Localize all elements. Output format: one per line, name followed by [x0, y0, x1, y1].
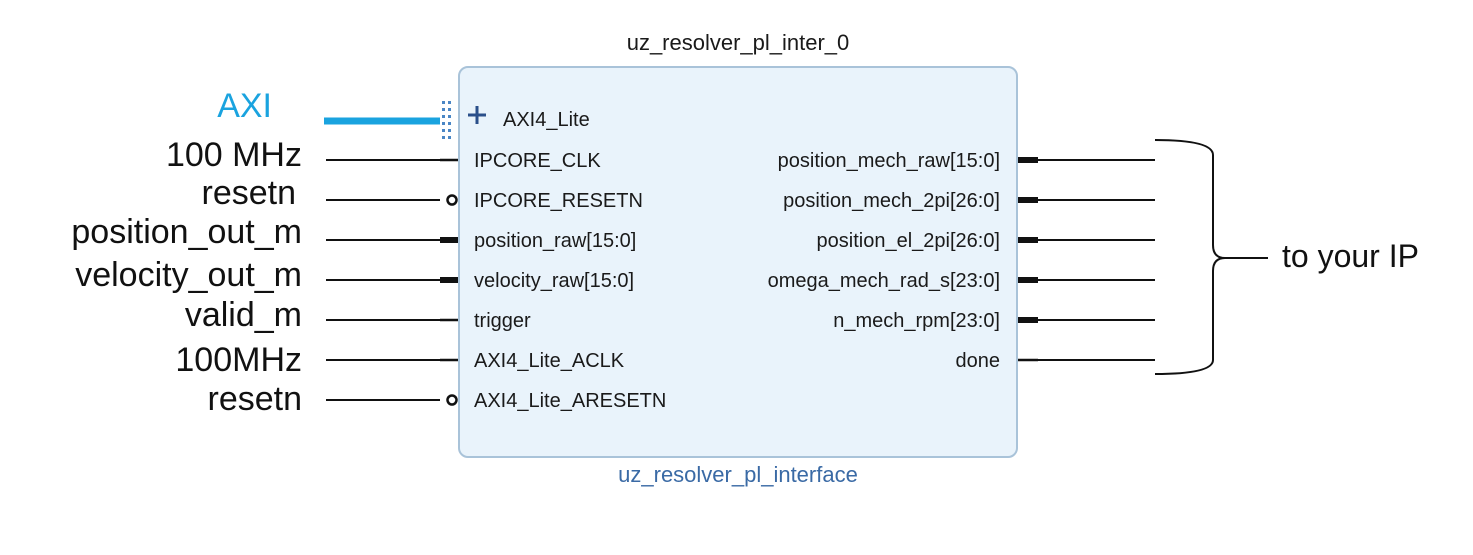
external-signal-label: 100 MHz — [165, 136, 302, 174]
external-label-axi: AXI — [217, 87, 272, 125]
input-port-label[interactable]: position_raw[15:0] — [474, 230, 637, 252]
axi-interface-dots — [442, 101, 451, 139]
output-group-bracket — [1154, 139, 1268, 375]
external-signal-label: resetn — [207, 380, 303, 418]
inverted-pin — [446, 394, 458, 406]
output-target-label: to your IP — [1282, 238, 1419, 274]
input-port-label[interactable]: trigger — [474, 310, 531, 332]
input-port-label[interactable]: velocity_raw[15:0] — [474, 270, 635, 292]
output-port-label[interactable]: omega_mech_rad_s[23:0] — [767, 270, 1000, 292]
input-port-label[interactable]: AXI4_Lite_ARESETN — [474, 390, 667, 412]
ip-block[interactable] — [458, 66, 1018, 458]
output-port-label[interactable]: position_mech_raw[15:0] — [777, 150, 1000, 172]
port-axi4-lite[interactable]: AXI4_Lite — [503, 109, 590, 131]
external-signal-label: valid_m — [184, 296, 302, 334]
external-signal-label: velocity_out_m — [75, 256, 302, 294]
input-port-label[interactable]: AXI4_Lite_ACLK — [474, 350, 625, 372]
output-port-label[interactable]: position_el_2pi[26:0] — [816, 230, 1000, 252]
block-type-name: uz_resolver_pl_interface — [618, 462, 858, 487]
output-port-label[interactable]: position_mech_2pi[26:0] — [783, 190, 1000, 212]
output-port-label[interactable]: done — [955, 350, 1001, 372]
output-port-label[interactable]: n_mech_rpm[23:0] — [833, 310, 1000, 332]
plus-icon[interactable] — [466, 104, 488, 126]
external-signal-label: resetn — [201, 174, 297, 212]
input-port-label[interactable]: IPCORE_RESETN — [474, 190, 643, 212]
external-signal-label: 100MHz — [175, 341, 302, 379]
inverted-pin — [446, 194, 458, 206]
input-port-label[interactable]: IPCORE_CLK — [474, 150, 601, 172]
block-instance-name: uz_resolver_pl_inter_0 — [626, 30, 850, 55]
external-signal-label: position_out_m — [71, 213, 302, 251]
